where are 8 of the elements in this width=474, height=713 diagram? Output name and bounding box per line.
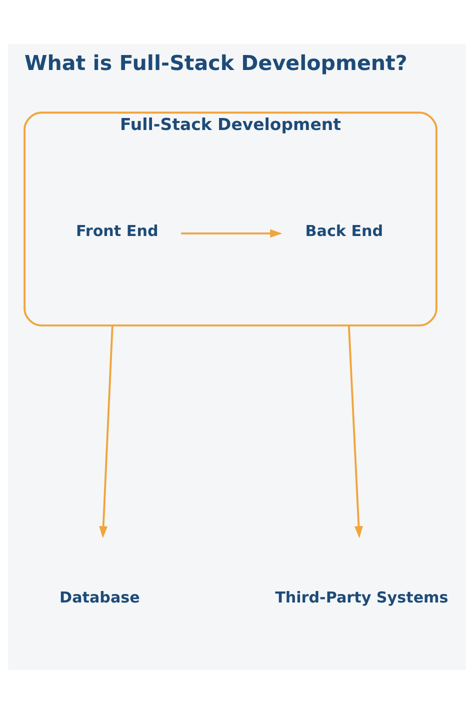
arrow bbox=[99, 324, 114, 538]
node-text: Database bbox=[60, 588, 140, 606]
diagram-title: What is Full-Stack Development? bbox=[24, 50, 408, 75]
node-text: Third-Party Systems bbox=[275, 588, 448, 606]
node-text: Front End bbox=[76, 221, 158, 240]
node-text: Back End bbox=[305, 221, 384, 240]
arrow bbox=[348, 324, 363, 538]
arrow bbox=[181, 228, 282, 238]
